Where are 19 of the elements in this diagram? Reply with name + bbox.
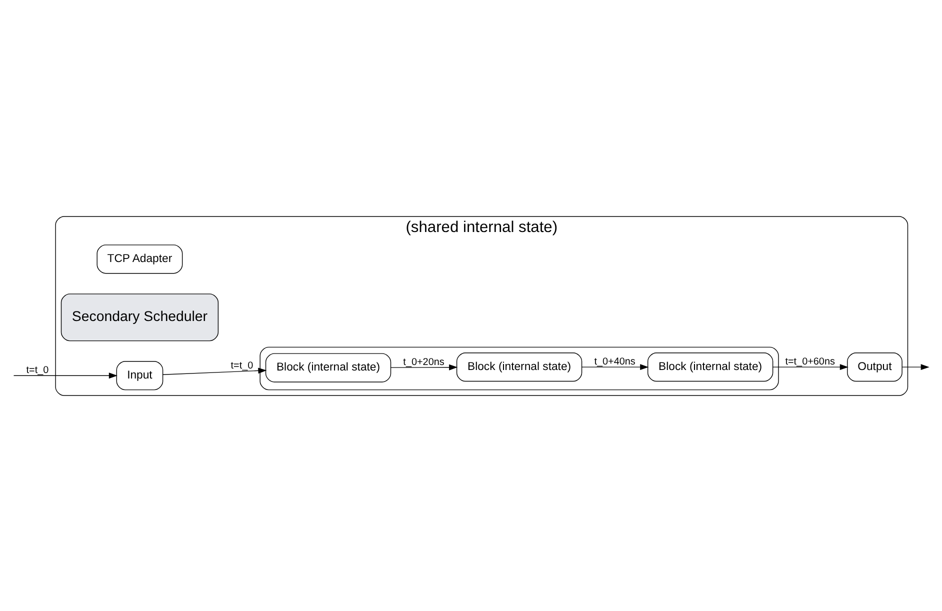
node-box: Block (internal state) bbox=[456, 352, 582, 382]
node-box: Block (internal state) bbox=[647, 352, 774, 382]
node-box: Output bbox=[847, 352, 902, 382]
arrow bbox=[902, 364, 930, 370]
node-box: Input bbox=[116, 360, 164, 390]
edge-label: t_0+20ns bbox=[403, 356, 444, 368]
edge-label: t=t_0 bbox=[230, 360, 254, 372]
arrow bbox=[162, 367, 267, 374]
edge-label: t=t_0 bbox=[26, 364, 49, 376]
node-box: Secondary Scheduler bbox=[60, 293, 219, 341]
node-box: TCP Adapter bbox=[96, 244, 183, 274]
cluster bbox=[260, 346, 779, 390]
edge-label: t_0+40ns bbox=[594, 356, 636, 367]
node-box: Block (internal state) bbox=[265, 352, 392, 382]
arrow bbox=[390, 364, 458, 370]
edge-label: t=t_0+60ns bbox=[785, 356, 835, 367]
arrow bbox=[13, 372, 118, 378]
arrow bbox=[772, 364, 848, 370]
arrow bbox=[581, 364, 649, 370]
